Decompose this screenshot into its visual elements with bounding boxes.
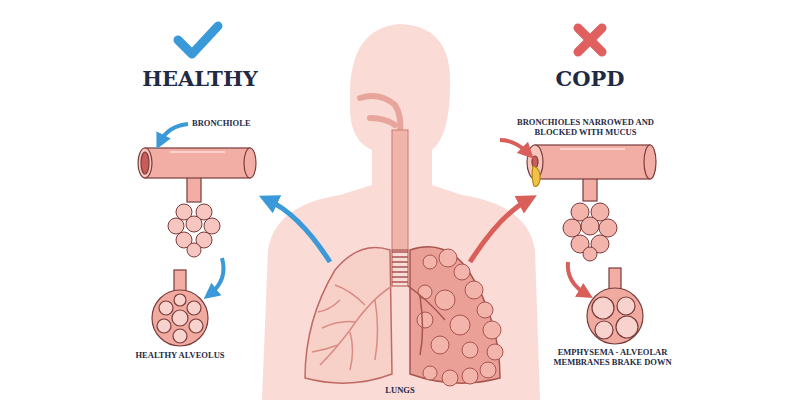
alveoli-cluster	[168, 204, 220, 257]
heading: HEALTHY	[110, 66, 290, 91]
trachea	[392, 130, 408, 250]
airway	[360, 96, 400, 135]
pointer-arrow	[500, 140, 528, 153]
healthy-bronchi	[312, 285, 392, 370]
alveoli-cluster	[563, 203, 617, 261]
pointer-arrow	[470, 200, 528, 262]
pointer-arrow	[568, 262, 586, 294]
cross-mark	[578, 28, 602, 52]
pointer-arrow	[160, 124, 188, 142]
heading: COPD	[515, 66, 665, 91]
healthy-lung	[305, 248, 392, 384]
copd-bullae	[417, 249, 503, 386]
healthy-alveolus	[152, 270, 208, 346]
trachea-rings	[392, 252, 408, 282]
healthy-bronchiole	[138, 148, 256, 202]
pointer-arrow	[268, 200, 330, 262]
part-label: BRONCHIOLE	[192, 118, 282, 128]
pointer-arrow	[210, 258, 224, 294]
emphysema-alveolus	[587, 268, 643, 344]
copd-lung	[410, 247, 500, 383]
check-mark	[178, 26, 218, 54]
copd-bronchiole	[527, 145, 656, 201]
part-label: EMPHYSEMA - ALVEOLAR MEMBRANES BRAKE DOW…	[540, 347, 685, 367]
part-label: HEALTHY ALVEOLUS	[120, 350, 240, 360]
part-label: LUNGS	[370, 385, 430, 395]
part-label: BRONCHIOLES NARROWED AND BLOCKED WITH MU…	[503, 117, 668, 137]
body-silhouette	[262, 24, 540, 400]
